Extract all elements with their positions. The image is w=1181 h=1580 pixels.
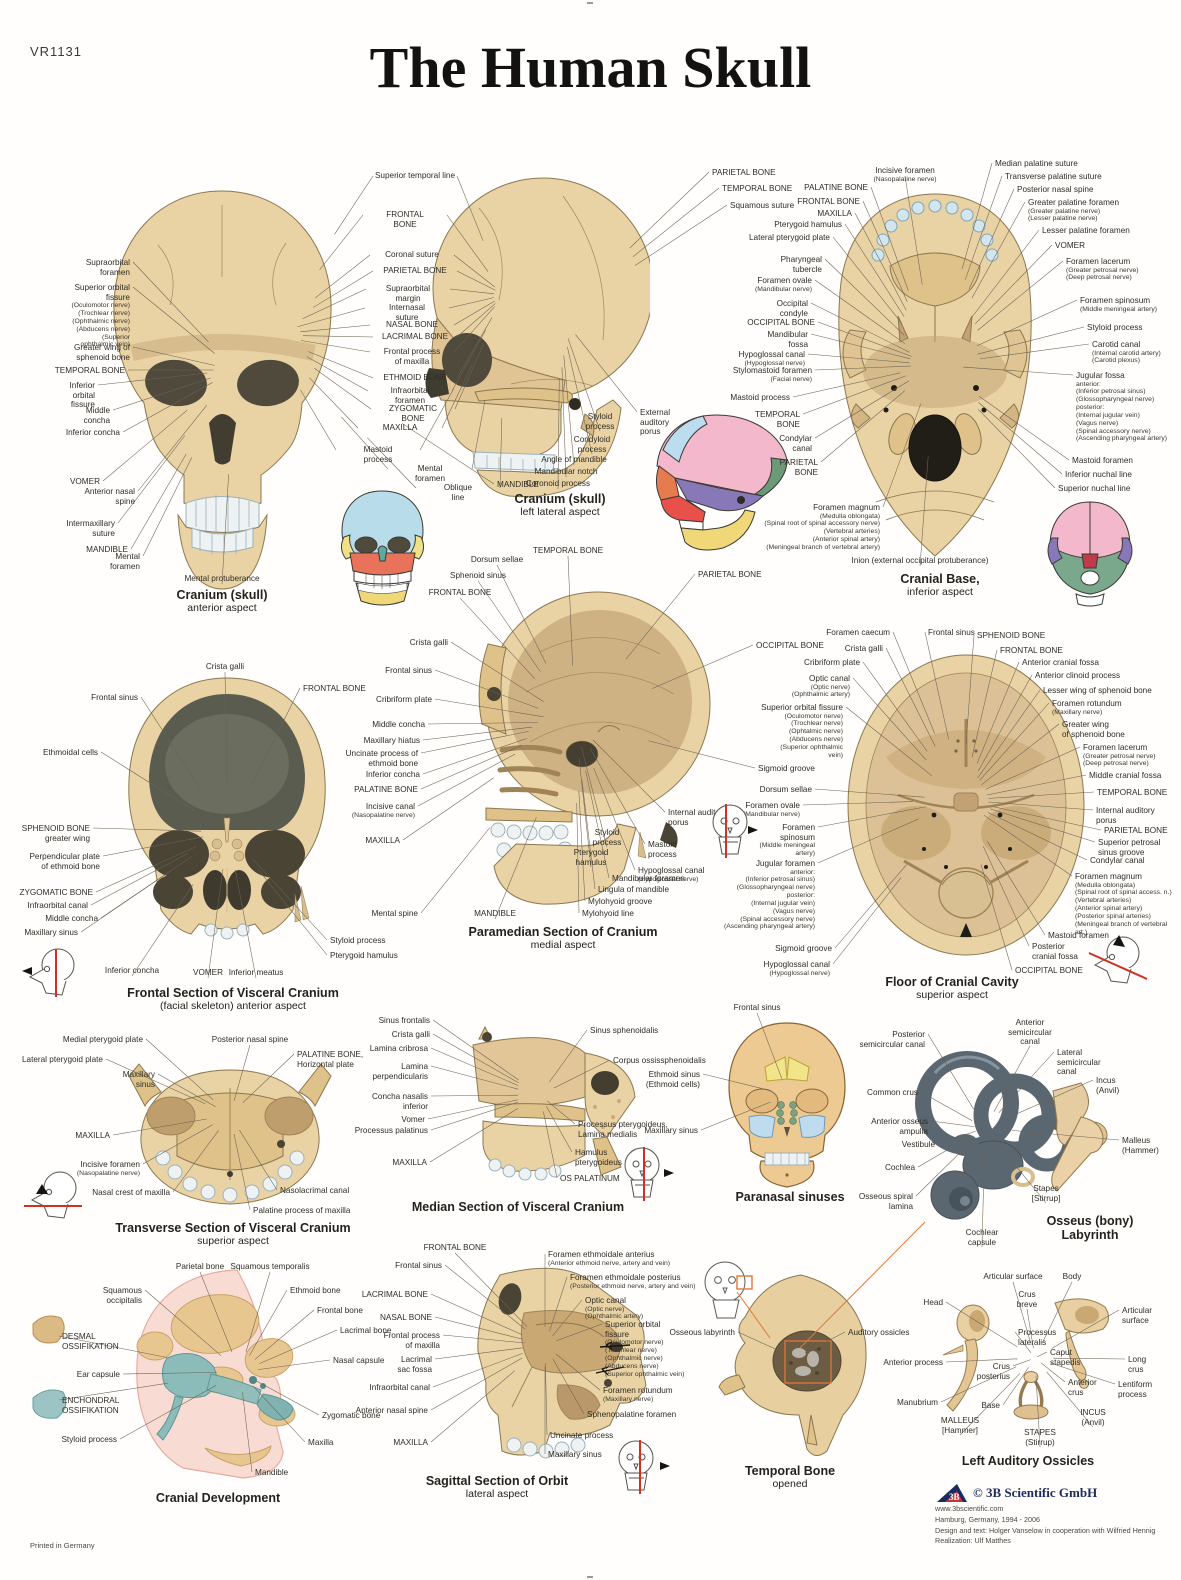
section-indicator-skull-icon [624, 1147, 674, 1201]
enchondral-swatch [32, 1389, 67, 1419]
svg-text:3B: 3B [949, 1492, 960, 1502]
temporal-bone-figure [718, 1274, 867, 1456]
section-indicator-skull-icon [712, 804, 758, 858]
floor-cranial-cavity-figure [847, 654, 1085, 956]
printed-note: Printed in Germany [30, 1541, 95, 1550]
brand-logo-icon: 3B [937, 1484, 967, 1502]
section-indicator-skull-icon [22, 948, 75, 997]
brand-name: © 3B Scientific GmbH [973, 1485, 1098, 1501]
cranial-base-figure [838, 193, 1032, 557]
page-title: The Human Skull [369, 35, 812, 100]
sagittal-orbit-figure [477, 1267, 647, 1459]
footer-line2: Design and text: Holger Vanselow in coop… [935, 1525, 1156, 1535]
product-code: VR1131 [30, 44, 83, 59]
colored-skull-lateral [655, 414, 788, 551]
cranium-anterior-figure [113, 190, 332, 590]
osseus-labyrinth-figure [915, 1051, 1108, 1220]
temporal-locator-skull [704, 1261, 753, 1319]
section-indicator-skull-icon [24, 1171, 82, 1219]
footer: 3B © 3B Scientific GmbH www.3bscientific… [935, 1482, 1181, 1547]
cranial-development-figure [32, 1269, 296, 1479]
median-section-figure [472, 1025, 636, 1181]
frontal-section-figure [128, 677, 326, 940]
section-indicator-skull-icon [618, 1440, 670, 1494]
transverse-section-figure [128, 1063, 332, 1205]
footer-line1: Hamburg, Germany, 1994 - 2006 [935, 1514, 1040, 1524]
brand-url[interactable]: www.3bscientific.com [935, 1504, 1004, 1513]
paranasal-sinuses-figure [728, 1022, 846, 1188]
print-mark-top [587, 2, 593, 4]
colored-skull-anterior [340, 490, 425, 606]
section-indicator-skull-icon [1088, 935, 1148, 984]
print-mark-bottom [587, 1576, 593, 1578]
cranium-lateral-figure [425, 177, 650, 498]
footer-line3: Realization: Ulf Matthes [935, 1536, 1011, 1546]
colored-skull-posterior [1047, 501, 1133, 607]
desmal-swatch [32, 1315, 65, 1344]
paramedian-section-figure [478, 591, 711, 905]
